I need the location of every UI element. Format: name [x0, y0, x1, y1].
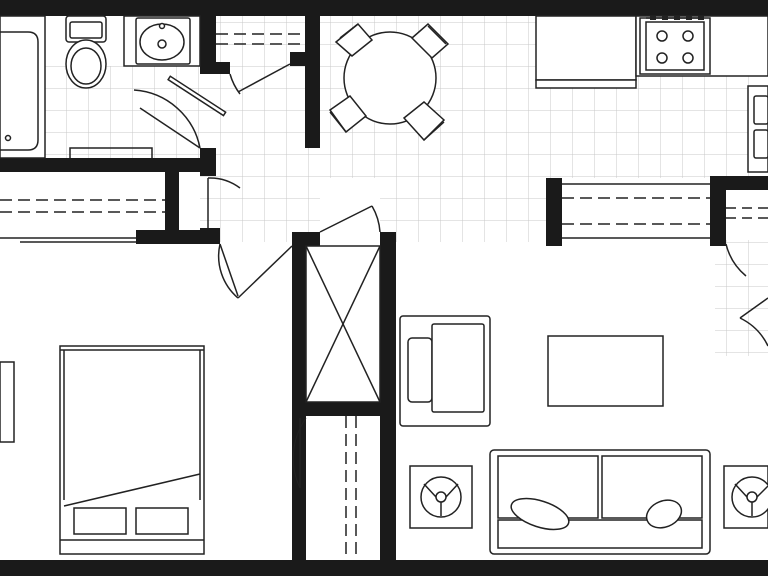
dining-set	[328, 22, 450, 142]
storage-closet	[305, 245, 381, 403]
doors	[133, 63, 768, 489]
end-table-left	[409, 465, 473, 529]
chair-bottom-right	[402, 101, 446, 142]
bed	[0, 345, 205, 555]
toilet	[65, 15, 107, 89]
coffee-table	[547, 335, 664, 407]
range-knobs	[650, 16, 704, 20]
bath-threshold	[69, 147, 153, 158]
sofa	[489, 449, 711, 555]
bathtub	[0, 15, 46, 159]
range	[639, 17, 711, 75]
chair-top-right	[410, 22, 450, 60]
end-table-right	[723, 465, 768, 529]
chair-top-left	[334, 22, 374, 57]
armchair	[399, 315, 491, 427]
sink	[123, 15, 201, 67]
chair-bottom-left	[328, 94, 368, 134]
